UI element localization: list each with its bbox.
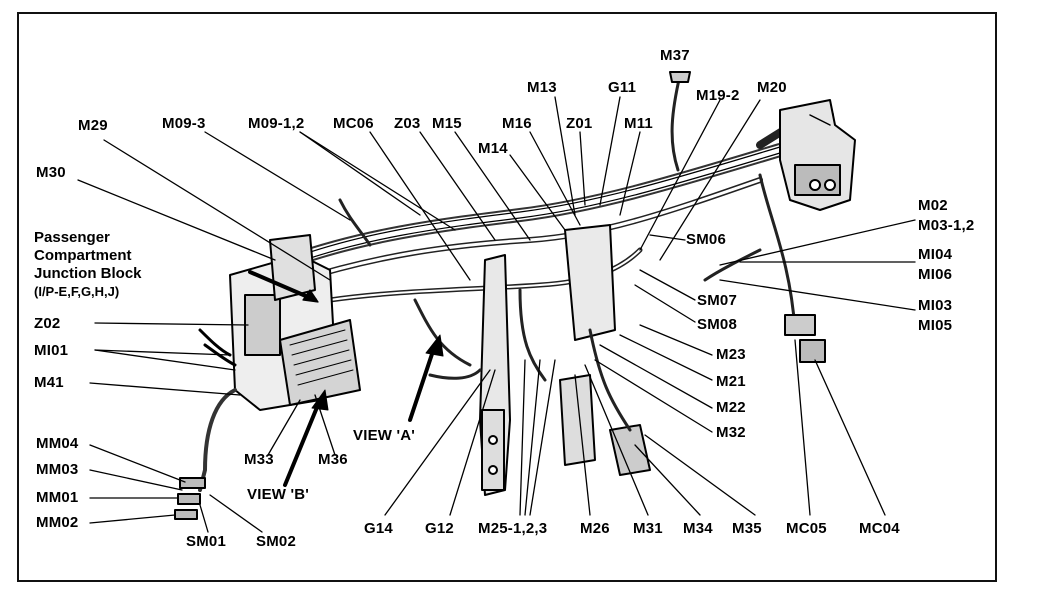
- label-m22: M22: [716, 399, 746, 416]
- label-mi01: MI01: [34, 342, 69, 359]
- label-m33: M33: [244, 451, 274, 468]
- junction-block-label: Passenger Compartment Junction Block (I/…: [34, 229, 142, 301]
- right-side-connectors: [669, 71, 826, 363]
- label-m15: M15: [432, 115, 462, 132]
- diagram-frame: [17, 12, 997, 582]
- label-m20: M20: [757, 79, 787, 96]
- label-sm06: SM06: [686, 231, 726, 248]
- label-m02: M02: [918, 197, 948, 214]
- label-g12: G12: [425, 520, 454, 537]
- label-view-b: VIEW 'B': [247, 486, 310, 503]
- label-m30: M30: [36, 164, 66, 181]
- label-m09-3: M09-3: [162, 115, 206, 132]
- label-m34: M34: [683, 520, 713, 537]
- label-g11: G11: [608, 79, 637, 96]
- label-z02: Z02: [34, 315, 61, 332]
- junction-block-line4: (I/P-E,F,G,H,J): [34, 284, 120, 299]
- label-m09-1-2: M09-1,2: [248, 115, 305, 132]
- label-sm07: SM07: [697, 292, 737, 309]
- label-view-a: VIEW 'A': [353, 427, 416, 444]
- label-m16: M16: [502, 115, 532, 132]
- view-arrows: [283, 334, 444, 487]
- junction-block-line2: Compartment: [34, 247, 132, 264]
- label-mm04: MM04: [36, 435, 79, 452]
- label-m35: M35: [732, 520, 762, 537]
- label-mi05: MI05: [918, 317, 953, 334]
- label-m19-2: M19-2: [696, 87, 740, 104]
- label-sm08: SM08: [697, 316, 737, 333]
- leader-lines: [77, 96, 916, 533]
- label-mi03: MI03: [918, 297, 953, 314]
- label-mm01: MM01: [36, 489, 79, 506]
- junction-block-drawing: [174, 254, 361, 520]
- main-harness-trunk: [273, 111, 834, 303]
- label-m25-1-2-3: M25-1,2,3: [478, 520, 548, 537]
- label-m11: M11: [624, 115, 653, 132]
- label-mi06: MI06: [918, 266, 953, 283]
- label-mm03: MM03: [36, 461, 79, 478]
- harness-branches: [338, 73, 797, 432]
- right-mounting-bracket: [779, 99, 856, 211]
- label-m21: M21: [716, 373, 746, 390]
- label-m13: M13: [527, 79, 557, 96]
- label-m36: M36: [318, 451, 348, 468]
- label-m41: M41: [34, 374, 64, 391]
- label-mc05: MC05: [786, 520, 827, 537]
- label-mc04: MC04: [859, 520, 900, 537]
- center-support-brace: [479, 224, 651, 496]
- label-sm02: SM02: [256, 533, 296, 550]
- label-m23: M23: [716, 346, 746, 363]
- label-sm01: SM01: [186, 533, 226, 550]
- label-g14: G14: [364, 520, 393, 537]
- junction-block-line3: Junction Block: [34, 265, 142, 282]
- label-m31: M31: [633, 520, 663, 537]
- label-mc06: MC06: [333, 115, 374, 132]
- label-m29: M29: [78, 117, 108, 134]
- label-z01: Z01: [566, 115, 593, 132]
- label-m14: M14: [478, 140, 508, 157]
- junction-block-line1: Passenger: [34, 229, 110, 246]
- label-m32: M32: [716, 424, 746, 441]
- label-m26: M26: [580, 520, 610, 537]
- label-z03: Z03: [394, 115, 421, 132]
- label-mi04: MI04: [918, 246, 953, 263]
- label-mm02: MM02: [36, 514, 79, 531]
- label-m03-1-2: M03-1,2: [918, 217, 975, 234]
- label-m37: M37: [660, 47, 690, 64]
